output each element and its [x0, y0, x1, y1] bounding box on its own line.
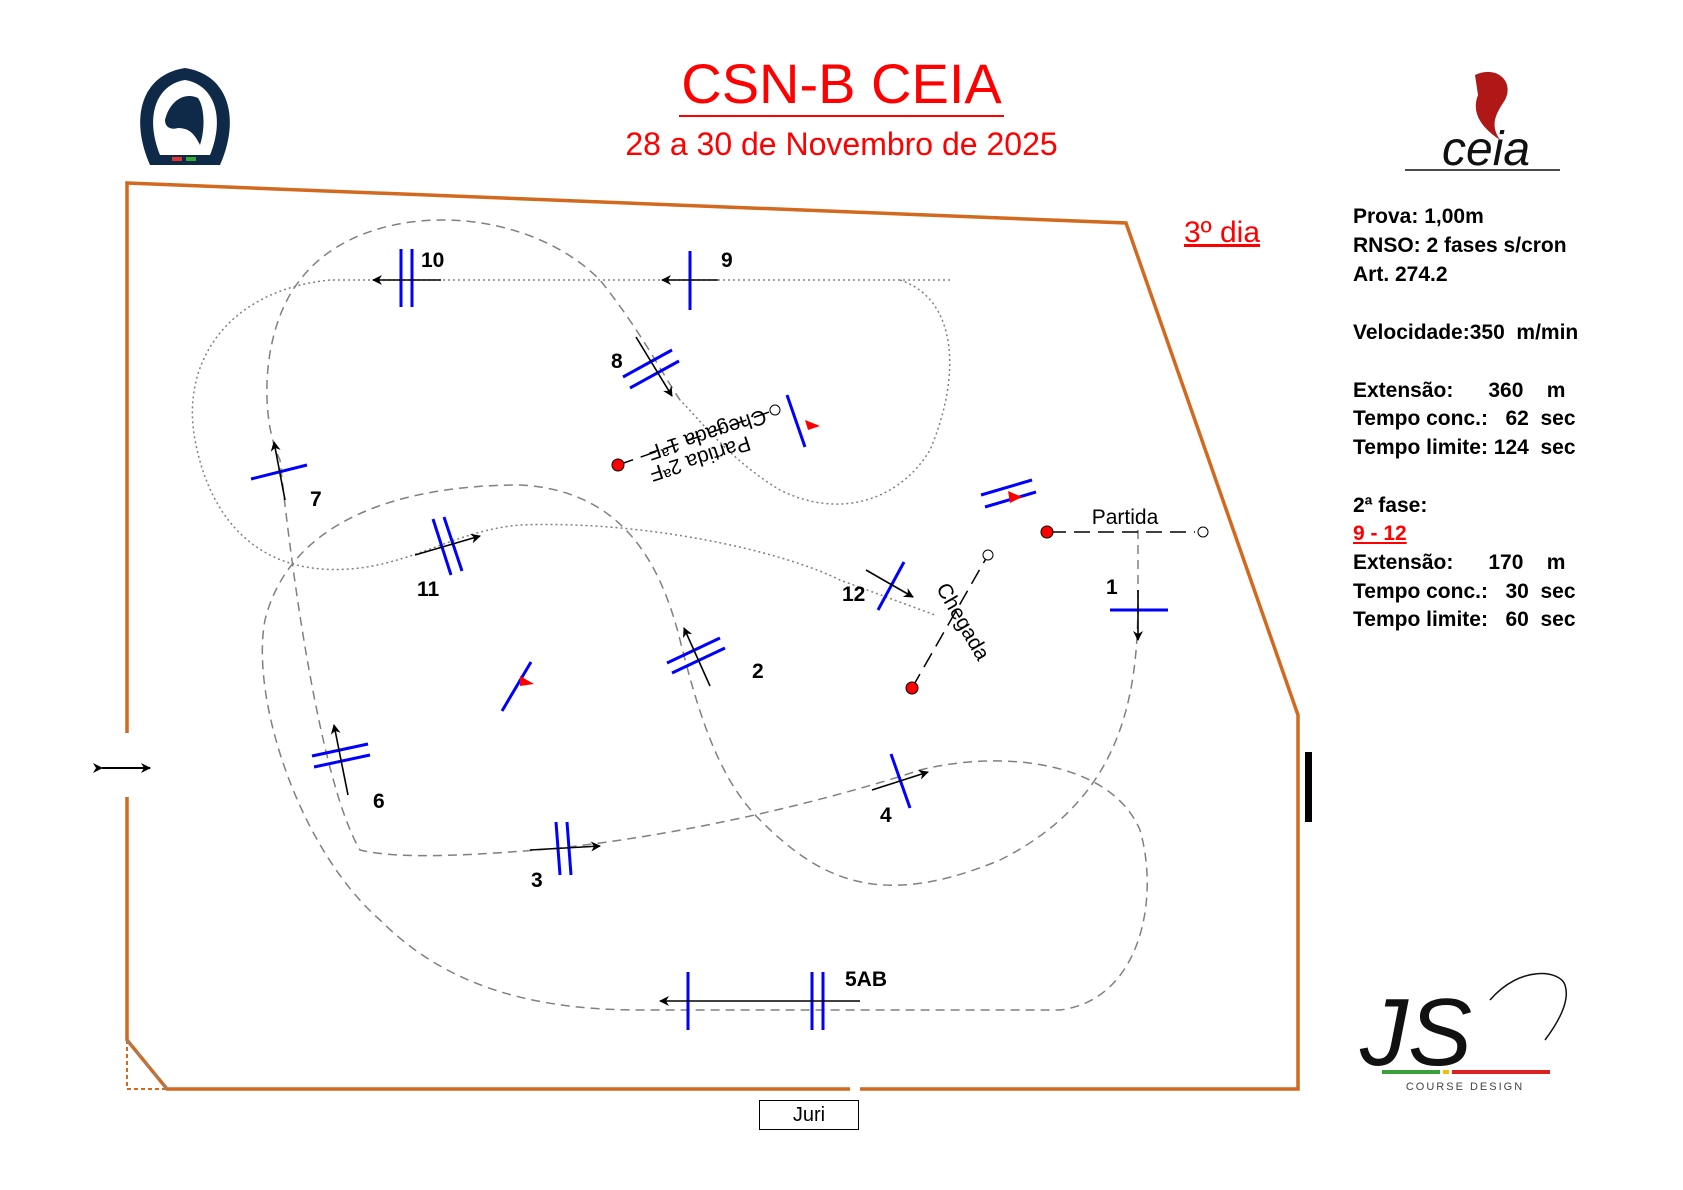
finish1-marker-white: [769, 404, 781, 416]
finish-marker-red: [905, 681, 919, 695]
ceia-logo-text: ceia: [1442, 123, 1530, 176]
fence-12: [876, 561, 906, 611]
flag-icon: [520, 676, 534, 686]
info-fase2-tempo-limite: Tempo limite: 60 sec: [1353, 608, 1576, 631]
page-title: CSN-B CEIA: [0, 52, 1683, 117]
js-logo-caption: COURSE DESIGN: [1406, 1081, 1524, 1093]
ceia-logo: ceia: [1405, 71, 1560, 176]
start2-marker-red: [611, 458, 625, 472]
info-extensao: Extensão: 360 m: [1353, 379, 1566, 402]
fence-label-1: 1: [1106, 576, 1118, 599]
start-marker-white: [1197, 526, 1209, 538]
fence-label-2: 2: [752, 660, 764, 683]
info-fase2-range: 9 - 12: [1353, 522, 1407, 545]
finish-marker-white: [982, 549, 994, 561]
info-fase2-title: 2ª fase:: [1353, 494, 1428, 517]
track-phase1: [261, 219, 1148, 1011]
flag-icon: [1008, 491, 1022, 503]
start-marker-red: [1040, 525, 1054, 539]
direction-arrow-11: [414, 533, 481, 556]
direction-arrow-2: [683, 627, 711, 687]
info-velocidade: Velocidade:350 m/min: [1353, 321, 1579, 344]
info-tempo-limite: Tempo limite: 124 sec: [1353, 436, 1576, 459]
fence-label-6: 6: [373, 790, 385, 813]
fence-label-11: 11: [417, 578, 440, 601]
decor-fence-a: [785, 394, 807, 448]
direction-arrow-3: [529, 841, 601, 852]
title-text: CSN-B CEIA: [679, 52, 1004, 117]
decor-fence-c: [500, 661, 533, 712]
start-line: Partida: [1040, 506, 1209, 539]
info-art: Art. 274.2: [1353, 263, 1448, 286]
finish-label: Chegada: [931, 579, 994, 665]
fence-label-12: 12: [842, 583, 865, 606]
day-label: 3º dia: [1184, 216, 1261, 249]
info-fase2-extensao: Extensão: 170 m: [1353, 551, 1566, 574]
direction-arrow-8: [635, 336, 673, 397]
js-logo: JS COURSE DESIGN: [1359, 972, 1567, 1093]
start-label: Partida: [1092, 506, 1159, 529]
js-logo-text: JS: [1359, 979, 1472, 1086]
info-tempo-conc: Tempo conc.: 62 sec: [1353, 407, 1576, 430]
horse-icon: [1475, 71, 1508, 140]
fence-label-9: 9: [721, 249, 733, 272]
fep-logo: [140, 68, 230, 165]
fence-label-5: 5AB: [845, 968, 887, 991]
jumping-horse-icon: [1489, 972, 1567, 1041]
jury-box: Juri: [759, 1100, 859, 1130]
direction-arrow-4: [871, 769, 929, 791]
fence-label-7: 7: [310, 488, 322, 511]
horse-head-icon: [165, 96, 204, 145]
fence-label-10: 10: [421, 249, 444, 272]
finish-line: Chegada: [905, 549, 994, 695]
flag-icon: [805, 420, 820, 430]
info-prova: Prova: 1,00m: [1353, 205, 1484, 228]
direction-arrow-12: [865, 569, 914, 598]
fence-label-8: 8: [611, 350, 623, 373]
fence-8: [622, 348, 680, 390]
info-rnso: RNSO: 2 fases s/cron: [1353, 234, 1567, 257]
page-subtitle: 28 a 30 de Novembro de 2025: [625, 126, 1058, 162]
fence-10: [399, 249, 414, 307]
fence-label-4: 4: [880, 804, 892, 827]
direction-arrow-7: [270, 441, 286, 501]
info-fase2-tempo-conc: Tempo conc.: 30 sec: [1353, 580, 1576, 603]
track-phase2: [191, 279, 951, 616]
fence-label-3: 3: [531, 869, 543, 892]
gate-marker: [1305, 752, 1312, 822]
direction-arrow-6: [330, 724, 349, 796]
